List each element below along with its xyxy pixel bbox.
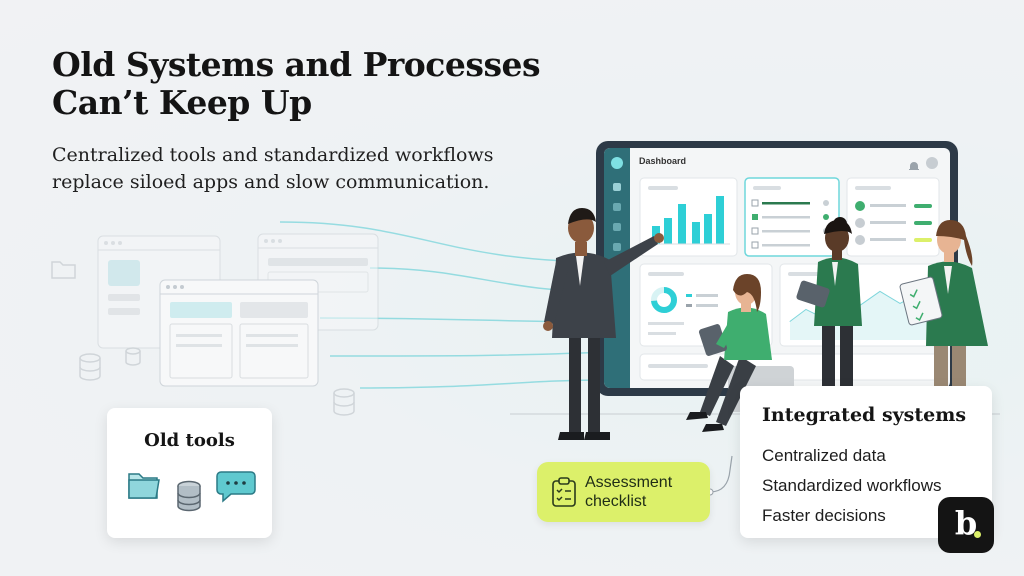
brand-logo: b [938,497,994,553]
dashboard-title: Dashboard [639,156,687,166]
nav-home-icon [613,183,621,191]
clipboard-check-icon [552,477,576,507]
bell-icon [909,162,919,170]
subheadline-line-2: replace siloed apps and slow communicati… [52,171,490,193]
integrated-systems-list: Centralized data Standardized workflows … [762,441,942,531]
man-presenter [543,208,664,440]
brand-logo-dot [974,531,981,538]
headline-line-2: Can’t Keep Up [52,83,312,122]
avatar [926,157,938,169]
dashboard-monitor [596,141,958,396]
nav-grid-icon [613,203,621,211]
old-window-front [159,279,319,387]
nav-chart-icon [613,223,621,231]
subheadline-line-1: Centralized tools and standardized workf… [52,144,494,166]
brand-logo-mark: b [954,504,978,542]
assessment-label-line-1: Assessment [585,474,673,491]
integrated-systems-title: Integrated systems [762,404,967,426]
nav-settings-icon [613,243,621,251]
chat-bubble-icon [216,471,256,503]
pill-connector [709,455,733,493]
database-icon [177,480,201,512]
old-tools-title: Old tools [144,430,235,451]
dashboard-logo-icon [611,157,623,169]
old-tools-card: Old tools [107,408,272,538]
old-tools-icons [128,471,256,512]
old-folder-icon [51,261,76,279]
headline: Old Systems and Processes Can’t Keep Up [52,46,612,122]
list-item: Centralized data [762,446,886,465]
headline-line-1: Old Systems and Processes [52,45,541,84]
woman-seated [686,274,772,432]
list-item: Standardized workflows [762,476,942,495]
subheadline: Centralized tools and standardized workf… [52,142,612,196]
old-database-icon-small [79,347,355,416]
assessment-checklist-label: Assessment checklist [585,473,705,511]
assessment-checklist-badge[interactable]: Assessment checklist [537,462,710,522]
list-item: Faster decisions [762,506,886,525]
folder-icon [128,473,160,499]
assessment-label-line-2: checklist [585,493,647,510]
